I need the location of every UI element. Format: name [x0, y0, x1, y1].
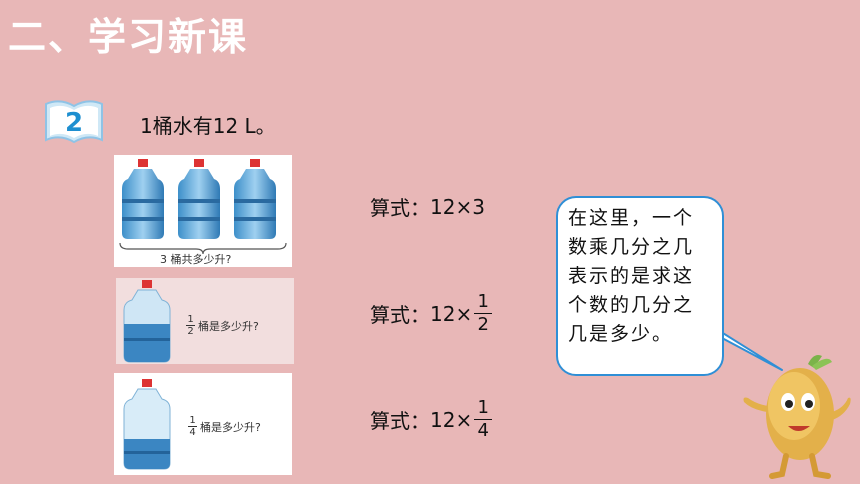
fraction-numerator: 1: [477, 397, 489, 418]
section-title: 二、学习新课: [8, 15, 249, 59]
formula-fraction: 1 4: [474, 397, 493, 441]
formula-label: 算式：: [370, 196, 430, 220]
caption-text: 桶是多少升?: [200, 420, 261, 434]
formula-expression: 12×3: [430, 194, 485, 219]
fraction-denominator: 2: [477, 314, 489, 335]
quarter-full-bottle-illustration: [123, 379, 171, 470]
half-full-bottle-illustration: [123, 280, 171, 363]
half-bottle-panel: 1 2 桶是多少升?: [116, 278, 294, 364]
panel-caption: 1 2 桶是多少升?: [186, 314, 259, 337]
fraction-numerator: 1: [187, 314, 194, 325]
caption-text: 桶是多少升?: [198, 319, 259, 333]
caption-fraction: 1 4: [188, 415, 197, 438]
formula-fraction: 1 2: [474, 291, 493, 335]
formula-label: 算式：: [370, 303, 430, 327]
formula-expression: 12×: [430, 301, 473, 326]
formula-3: 算式： 12× 1 4: [370, 397, 493, 441]
fraction-numerator: 1: [189, 415, 196, 426]
fraction-numerator: 1: [477, 291, 489, 312]
fraction-denominator: 2: [187, 326, 194, 337]
formula-1: 算式： 12×3: [370, 192, 485, 221]
example-number: 2: [65, 108, 83, 138]
book-number-icon: 2: [45, 100, 103, 144]
formula-2: 算式： 12× 1 2: [370, 291, 493, 335]
quarter-bottle-panel: 1 4 桶是多少升?: [114, 373, 292, 475]
three-bottles-panel: 3 桶共多少升?: [114, 155, 292, 267]
caption-fraction: 1 2: [186, 314, 195, 337]
water-bottles-illustration: [119, 159, 287, 255]
formula-expression: 12×: [430, 407, 473, 432]
potato-mascot-icon: [743, 355, 851, 479]
problem-statement: 1桶水有12 L。: [140, 114, 276, 138]
formula-label: 算式：: [370, 409, 430, 433]
fraction-denominator: 4: [477, 420, 489, 441]
panel-caption: 3 桶共多少升?: [160, 253, 232, 266]
panel-caption: 1 4 桶是多少升?: [188, 415, 261, 438]
fraction-denominator: 4: [189, 427, 196, 438]
speech-bubble: 在这里，一个数乘几分之几表示的是求这个数的几分之几是多少。: [556, 196, 724, 376]
